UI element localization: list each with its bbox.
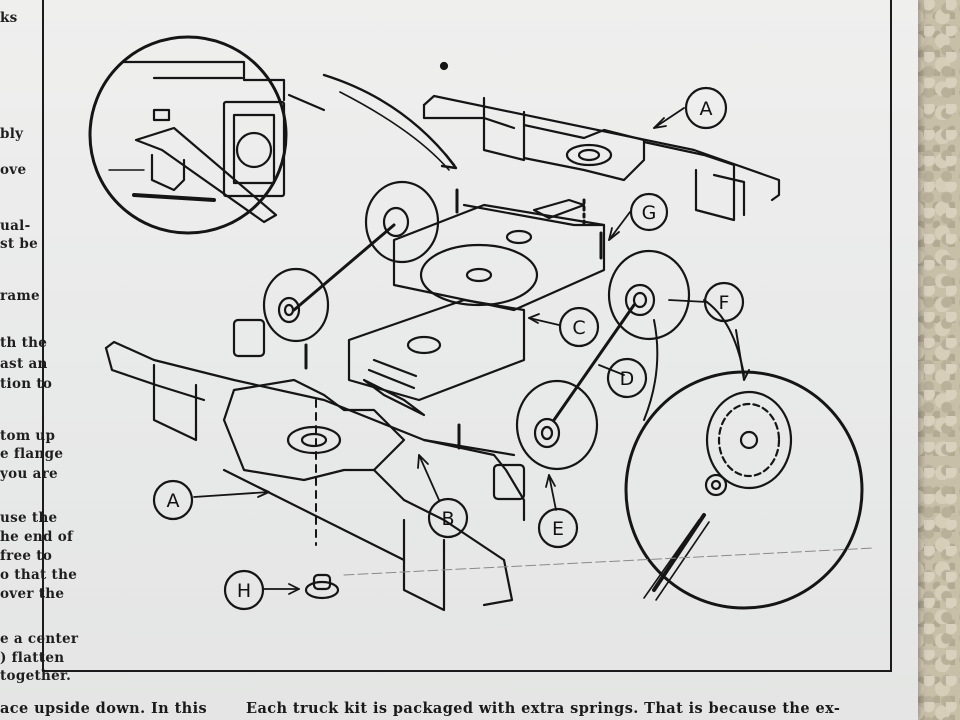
part-label-a: A [700,98,713,120]
left-text-fragment: rame [0,288,40,304]
left-text-fragment: st be [0,236,39,252]
top-side-frame [422,94,781,222]
left-text-fragment: over the [0,586,65,602]
left-text-fragment: free to [0,548,53,564]
part-label-g: G [642,202,657,224]
left-text-fragment: ks [0,10,18,26]
instruction-sheet: ks bly ove ual-st be rame th the ast an tion to… [0,0,918,720]
part-h-bushing [304,573,340,600]
front-wheelset [515,249,691,471]
left-text-fragment: tion to [0,376,53,392]
coupler-detail-inset [88,35,326,235]
bolster [347,198,606,417]
part-label-b: B [441,508,454,530]
front-side-frame [104,318,526,612]
part-label-e: E [552,518,564,540]
left-text-fragment: ove [0,162,27,178]
bottom-text-left: ace upside down. In this [0,700,208,717]
left-text-fragment: e flange [0,446,64,462]
left-text-fragment: he end of [0,529,74,545]
springs [304,188,603,546]
left-text-fragment: o that the [0,567,78,583]
left-text-fragment: ast an [0,356,48,372]
left-text-fragment: e a center [0,631,79,647]
part-label-a: A [167,490,180,512]
left-text-fragment: th the [0,335,48,351]
wheel-detail-inset [624,370,864,610]
part-label-d: D [620,368,635,390]
left-text-fragment: ual- [0,218,31,234]
left-text-fragment: together. [0,668,72,684]
left-text-fragment: ) flatten [0,650,65,666]
part-label-h: H [237,580,251,602]
part-label-circles [152,86,745,611]
left-text-fragment: bly [0,126,24,142]
part-label-f: F [719,292,730,314]
left-text-fragment: tom up [0,428,56,444]
part-label-c: C [572,317,585,339]
diagram-frame [42,0,892,672]
bottom-text-right: Each truck kit is packaged with extra sp… [246,700,841,717]
leader-arrow [322,73,456,167]
label-leaders [193,107,708,595]
truck-assembly-diagram: A G F C D B E A H [88,35,875,612]
rear-wheelset [262,180,440,343]
